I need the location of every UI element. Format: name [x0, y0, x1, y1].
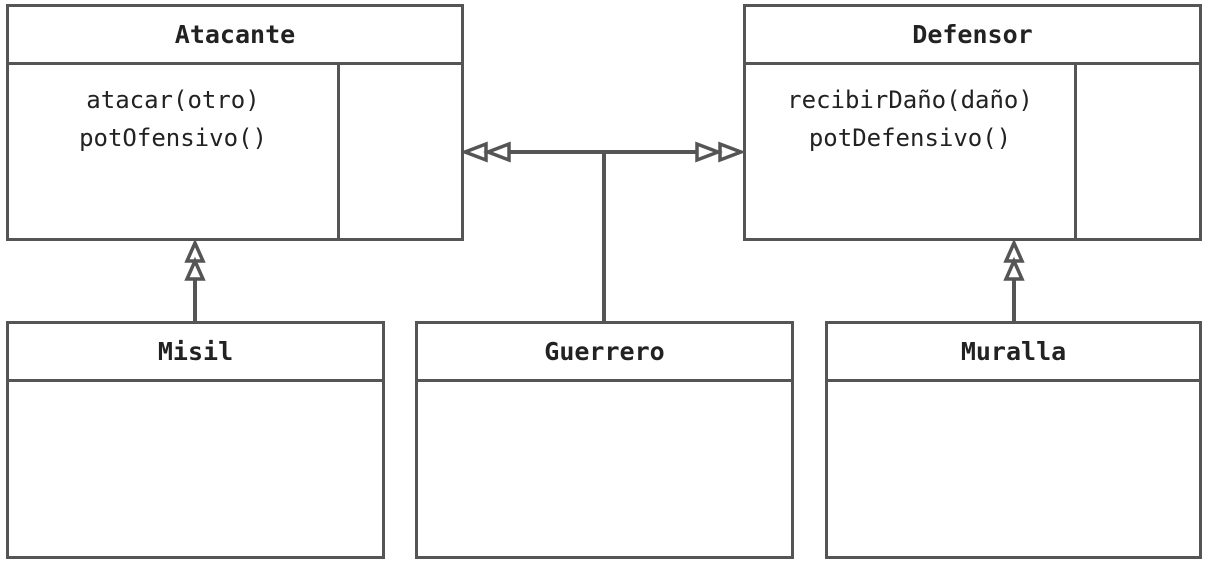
atacante-arrowhead-inner	[483, 141, 511, 163]
class-muralla-name: Muralla	[828, 324, 1199, 382]
class-defensor-name: Defensor	[746, 7, 1199, 65]
class-defensor-methods: recibirDaño(daño) potDefensivo()	[746, 65, 1077, 238]
class-guerrero-name: Guerrero	[418, 324, 791, 382]
class-atacante-name: Atacante	[9, 7, 461, 65]
class-defensor: Defensor recibirDaño(daño) potDefensivo(…	[743, 4, 1202, 241]
misil-arrowhead-inner	[184, 256, 206, 281]
method-potdefensivo: potDefensivo()	[808, 124, 1012, 152]
class-atacante: Atacante atacar(otro) potOfensivo()	[6, 4, 464, 241]
muralla-arrowhead-inner	[1003, 256, 1025, 281]
atacante-arrowhead-outer	[460, 141, 488, 163]
method-potofensivo: potOfensivo()	[79, 124, 267, 152]
defensor-arrowhead-outer	[718, 141, 746, 163]
class-misil-name: Misil	[9, 324, 382, 382]
method-recibirdano: recibirDaño(daño)	[787, 86, 1033, 114]
class-muralla: Muralla	[825, 321, 1202, 559]
defensor-arrowhead-inner	[695, 141, 723, 163]
class-guerrero: Guerrero	[415, 321, 794, 559]
class-atacante-methods: atacar(otro) potOfensivo()	[9, 65, 340, 238]
method-atacar: atacar(otro)	[86, 86, 260, 114]
class-misil: Misil	[6, 321, 385, 559]
